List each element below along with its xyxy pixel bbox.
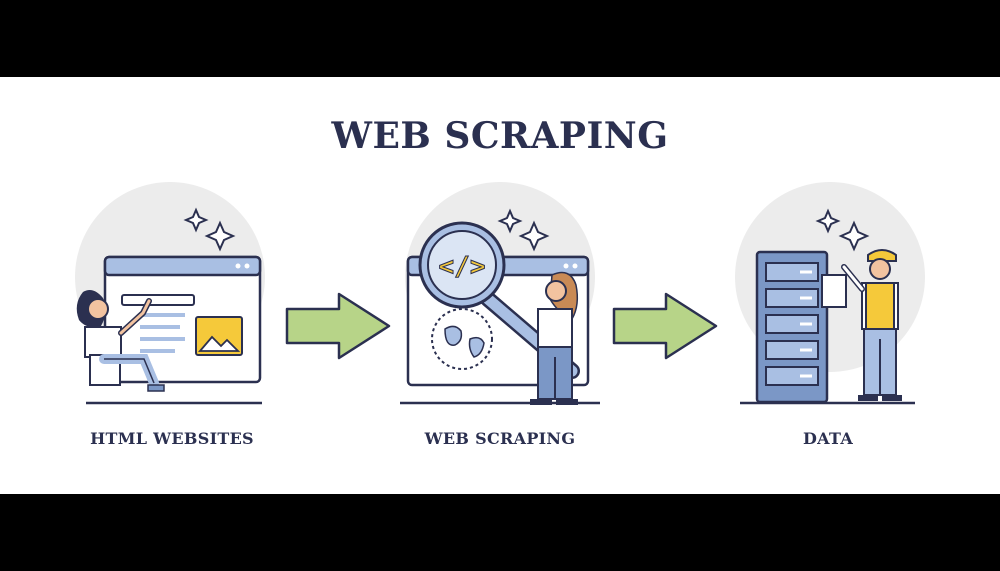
letterbox-bottom — [0, 494, 1000, 571]
right-arrow-icon — [285, 292, 391, 360]
diagram-canvas: WEB SCRAPING — [0, 77, 1000, 494]
letterbox-top — [0, 0, 1000, 77]
step-label-data: DATA — [802, 429, 854, 448]
diagram-illustration: </> — [75, 182, 925, 405]
step-label-html-websites: HTML WEBSITES — [90, 429, 254, 448]
diagram-title: WEB SCRAPING — [331, 115, 669, 157]
right-arrow-icon — [612, 292, 718, 360]
browser-window-with-person-icon — [75, 182, 265, 405]
server-rack-with-worker-icon — [735, 182, 925, 405]
step-label-web-scraping: WEB SCRAPING — [424, 429, 576, 448]
magnifying-glass-code-icon: </> — [400, 182, 600, 405]
svg-text:</>: </> — [439, 252, 486, 282]
